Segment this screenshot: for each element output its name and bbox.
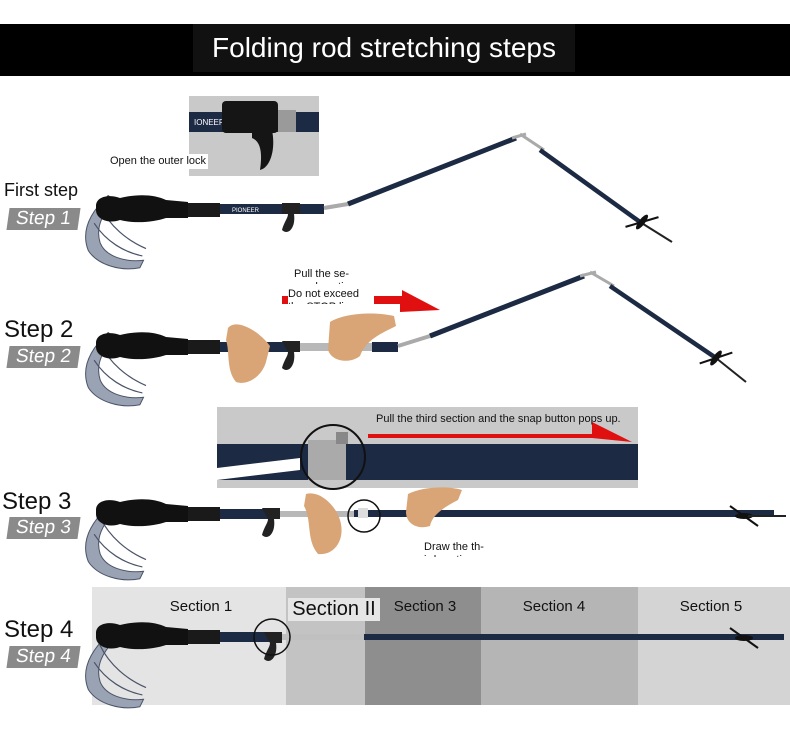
page-title: Folding rod stretching steps <box>212 32 556 63</box>
step-2-label: Step 2 <box>4 316 74 343</box>
section-2-label: Section II <box>288 598 380 621</box>
hand-right-step-3 <box>406 487 462 528</box>
pole-step-4 <box>79 618 784 713</box>
section-5-bg <box>638 587 790 705</box>
hand-left-step-2 <box>226 324 270 383</box>
section-4-bg <box>481 587 638 705</box>
lock-detail-illustration: IONEER <box>189 101 319 170</box>
pole-step-3 <box>79 487 786 585</box>
svg-text:IONEER: IONEER <box>194 118 225 127</box>
pole-step-2 <box>79 270 747 411</box>
note-draw-third: Draw the th- ird section <box>424 541 490 557</box>
note-pull-third: Pull the third section and the snap butt… <box>376 413 621 425</box>
step-3-label: Step 3 <box>2 488 72 515</box>
section-3-bg <box>365 587 481 705</box>
step-3-tag: Step 3 <box>6 517 81 539</box>
arrow-step-3 <box>368 422 632 442</box>
pole-step-1: PIONEER <box>79 132 673 274</box>
step-2-tag: Step 2 <box>6 346 81 368</box>
title-box <box>193 24 575 72</box>
step-4-tag: Step 4 <box>6 646 81 668</box>
step-1-label: First step <box>4 180 79 200</box>
hand-left-step-3 <box>304 493 342 555</box>
note-pull-second: Pull the se- cond section <box>294 268 358 284</box>
step-4-label: Step 4 <box>4 616 74 643</box>
snap-button-detail-illustration <box>217 422 638 490</box>
brand-logo-1: PIONEER <box>232 208 260 214</box>
note-do-not-exceed: Do not exceed the STOP line <box>288 288 374 304</box>
section-1-label: Section 1 <box>169 598 233 615</box>
step-1-tag: Step 1 <box>6 208 81 230</box>
section-4-label: Section 4 <box>522 598 586 615</box>
hand-right-step-2 <box>328 313 396 361</box>
note-open-outer-lock: Open the outer lock <box>108 154 209 169</box>
section-5-label: Section 5 <box>679 598 743 615</box>
section-3-label: Section 3 <box>393 598 457 615</box>
